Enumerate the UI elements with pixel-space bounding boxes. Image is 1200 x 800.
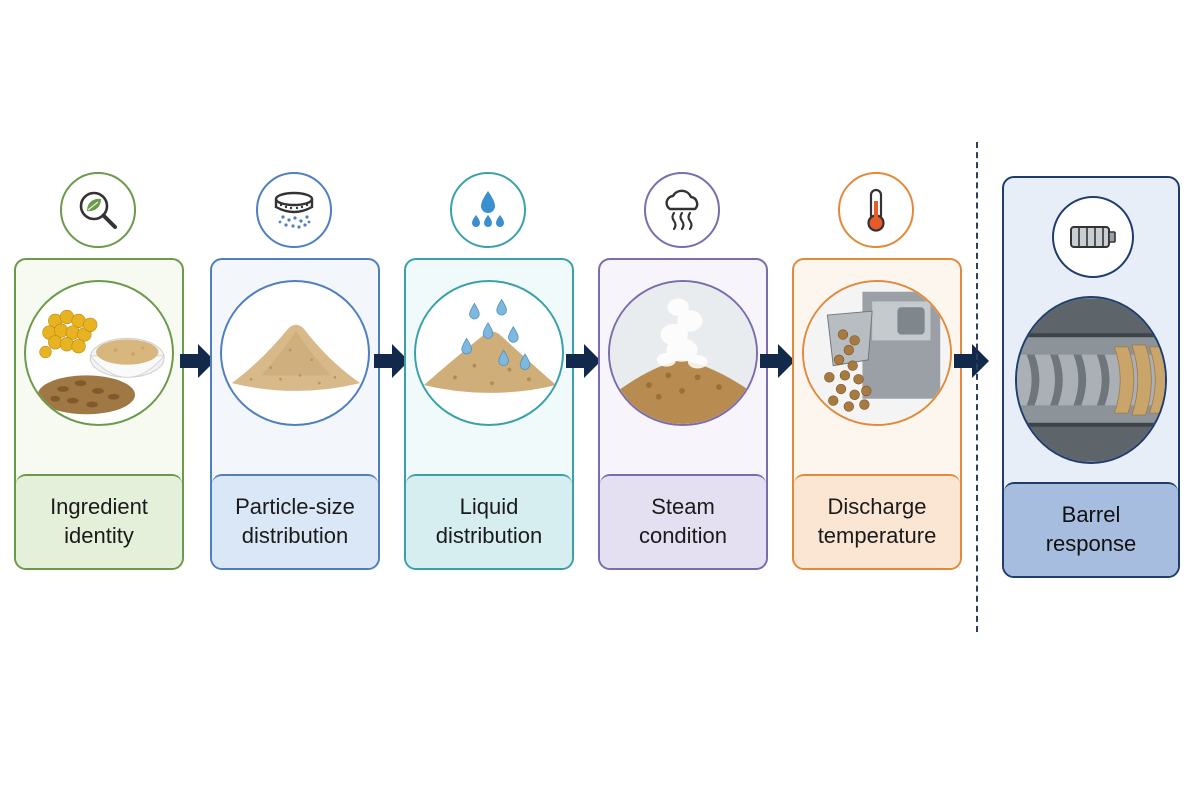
thermometer-icon xyxy=(838,172,914,248)
water-drops-icon xyxy=(450,172,526,248)
step-label: Discharge temperature xyxy=(794,474,960,568)
flow-arrow xyxy=(954,341,990,381)
wet-meal-photo xyxy=(414,280,564,426)
extruder-screw-photo xyxy=(1015,296,1167,464)
step-label: Liquid distribution xyxy=(406,474,572,568)
flow-arrow xyxy=(180,341,216,381)
outcome-card-barrel-response: Barrel response xyxy=(1002,176,1180,578)
ingredients-photo xyxy=(24,280,174,426)
sieve-icon xyxy=(256,172,332,248)
step-card-steam-condition: Steam condition xyxy=(598,258,768,570)
step-card-particle-size: Particle-size distribution xyxy=(210,258,380,570)
step-label: Ingredient identity xyxy=(16,474,182,568)
dashed-divider xyxy=(976,142,978,632)
step-label: Particle-size distribution xyxy=(212,474,378,568)
extruder-barrel-icon xyxy=(1052,196,1134,278)
step-label: Steam condition xyxy=(600,474,766,568)
powder-pile-photo xyxy=(220,280,370,426)
flow-arrow xyxy=(760,341,796,381)
discharge-chute-photo xyxy=(802,280,952,426)
step-card-liquid-distribution: Liquid distribution xyxy=(404,258,574,570)
magnifier-leaf-icon xyxy=(60,172,136,248)
steamed-meal-photo xyxy=(608,280,758,426)
steam-cloud-icon xyxy=(644,172,720,248)
step-card-ingredient-identity: Ingredient identity xyxy=(14,258,184,570)
step-card-discharge-temperature: Discharge temperature xyxy=(792,258,962,570)
outcome-label: Barrel response xyxy=(1004,482,1178,576)
flow-arrow xyxy=(566,341,602,381)
flow-arrow xyxy=(374,341,410,381)
